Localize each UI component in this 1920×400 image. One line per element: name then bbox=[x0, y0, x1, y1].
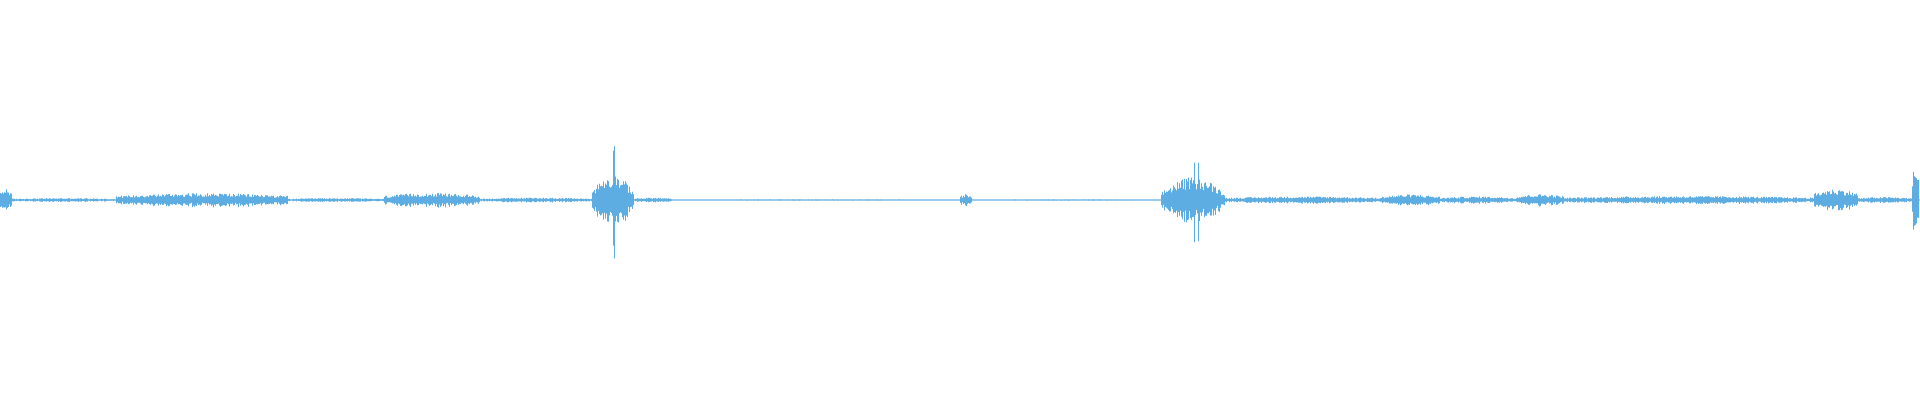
waveform-trace bbox=[0, 146, 1920, 259]
